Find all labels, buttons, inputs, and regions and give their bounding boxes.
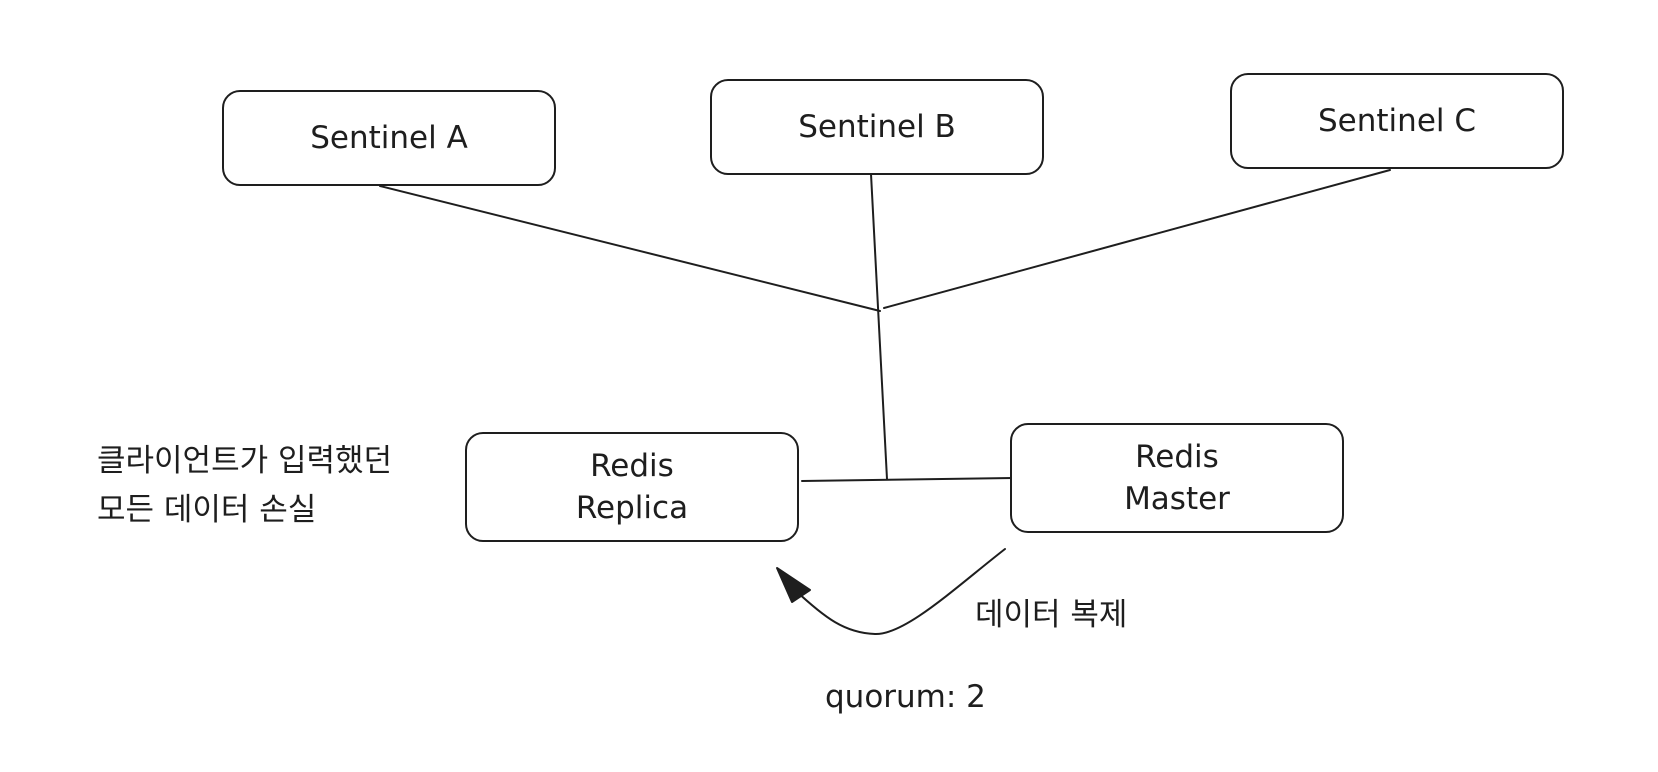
data-loss-note-line1: 클라이언트가 입력했던 bbox=[97, 443, 393, 479]
replication-arrow-curve bbox=[794, 548, 1006, 636]
connector-sentinel-a-to-hub bbox=[379, 185, 881, 312]
replication-arrowhead bbox=[776, 567, 811, 603]
redis-replica-node[interactable]: Redis Replica bbox=[465, 432, 799, 542]
data-loss-note: 클라이언트가 입력했던 모든 데이터 손실 bbox=[97, 437, 392, 535]
sentinel-c-node[interactable]: Sentinel C bbox=[1230, 73, 1564, 169]
redis-replica-label-line1: Redis bbox=[590, 448, 674, 484]
replication-label: 데이터 복제 bbox=[975, 597, 1128, 633]
sentinel-b-label: Sentinel B bbox=[798, 109, 956, 145]
connector-replica-to-master bbox=[801, 477, 1014, 482]
sentinel-c-label: Sentinel C bbox=[1318, 103, 1476, 139]
sentinel-a-node[interactable]: Sentinel A bbox=[222, 90, 556, 186]
redis-master-node[interactable]: Redis Master bbox=[1010, 423, 1344, 533]
redis-master-label-line1: Redis bbox=[1135, 439, 1219, 475]
quorum-label: quorum: 2 bbox=[825, 679, 986, 715]
connector-sentinel-c-to-hub bbox=[883, 169, 1391, 309]
redis-replica-label-line2: Replica bbox=[575, 490, 689, 526]
data-loss-note-line2: 모든 데이터 손실 bbox=[97, 492, 317, 528]
redis-master-label-line2: Master bbox=[1124, 481, 1230, 517]
sentinel-b-node[interactable]: Sentinel B bbox=[710, 79, 1044, 175]
sentinel-a-label: Sentinel A bbox=[310, 120, 468, 156]
connector-sentinel-b-to-redis bbox=[870, 173, 888, 480]
